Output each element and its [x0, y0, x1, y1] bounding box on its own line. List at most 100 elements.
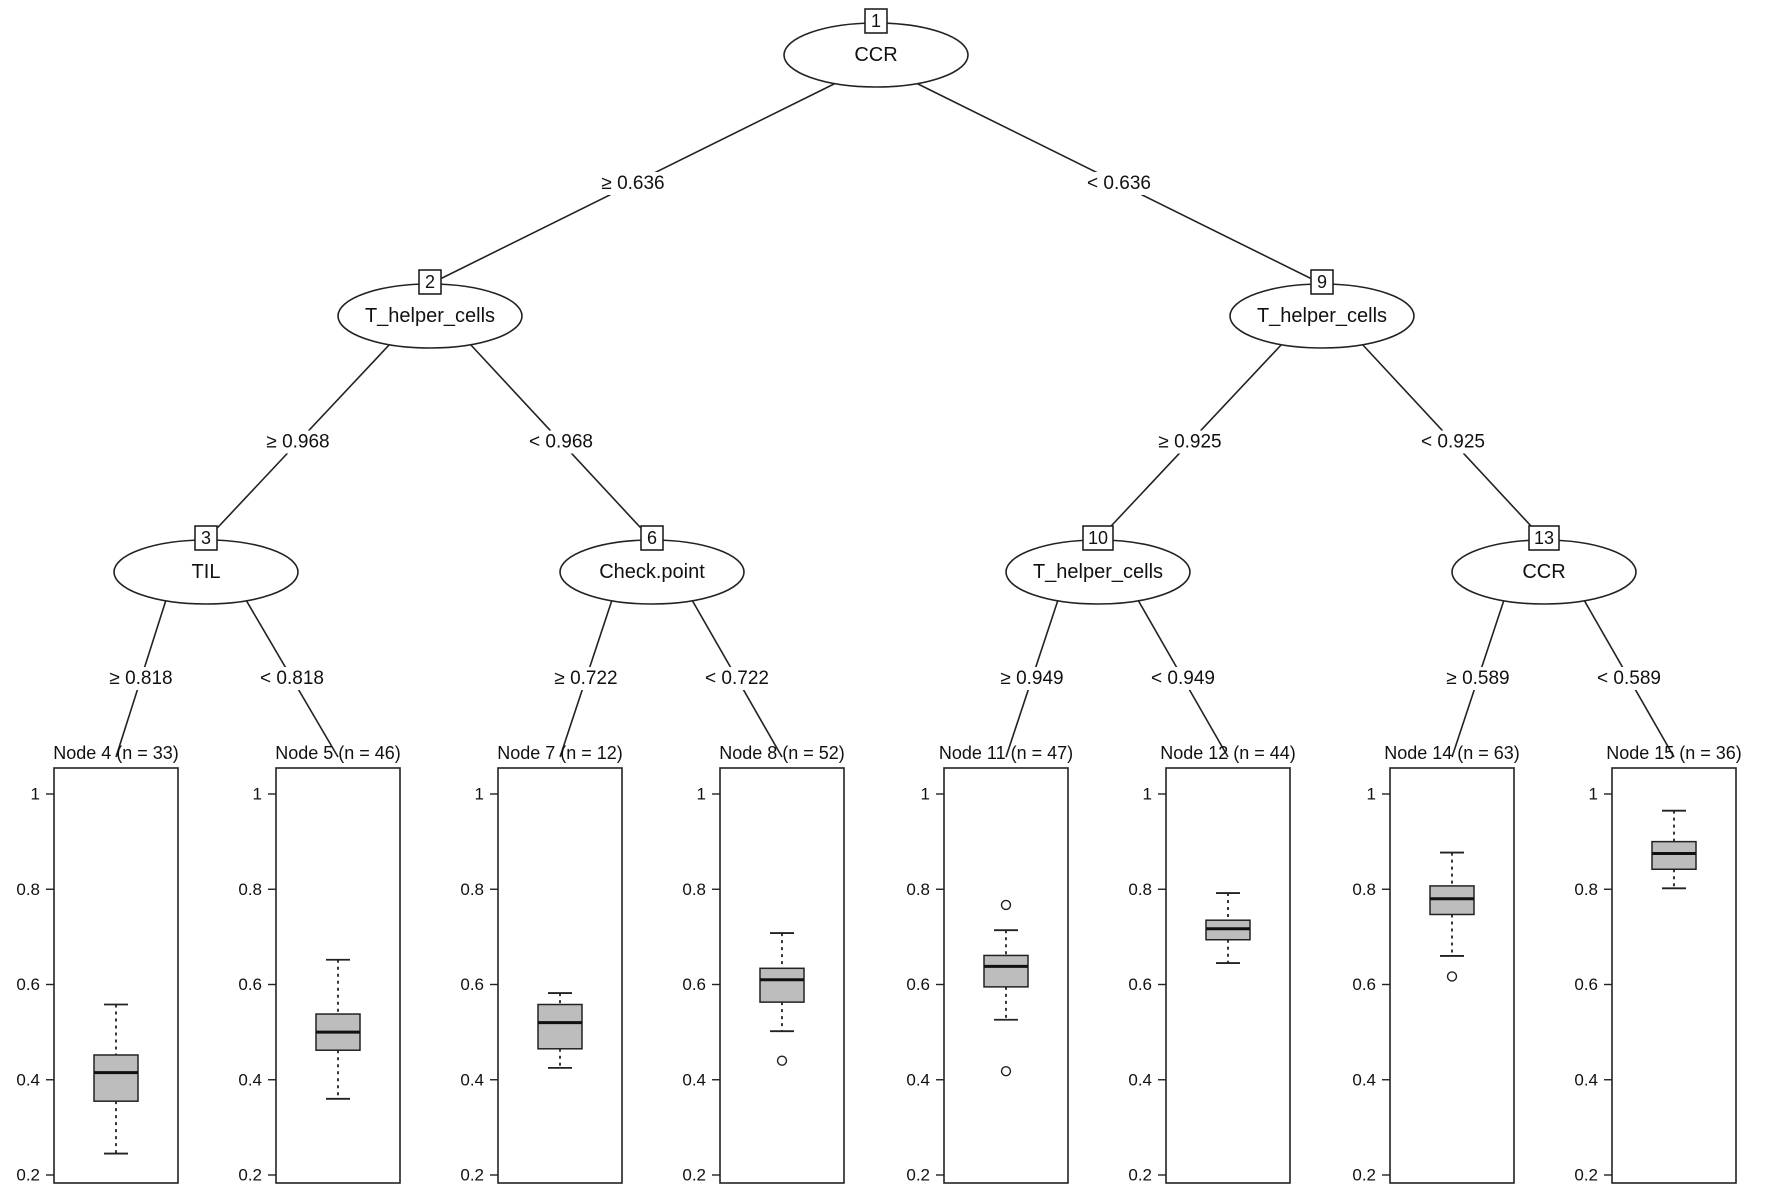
y-tick-label: 0.4 [1128, 1070, 1152, 1089]
node-variable-label: T_helper_cells [365, 305, 495, 327]
split-label-bg [1594, 667, 1664, 690]
y-tick-label: 0.6 [1574, 975, 1598, 994]
y-tick-label: 0.8 [1574, 880, 1598, 899]
terminal-node-7: Node 7 (n = 12)0.20.40.60.81 [460, 743, 623, 1185]
node-id-label: 1 [871, 11, 881, 31]
split-label-bg [997, 667, 1067, 690]
split-label-bg [1155, 430, 1225, 454]
outlier-point [1000, 1065, 1012, 1077]
tree-edges [115, 82, 1675, 758]
terminal-node-panels: Node 4 (n = 33) 0.2 0.4 0.6 0.8 1 Node 5 (n = … [16, 743, 1741, 1185]
y-tick-label: 0.4 [1574, 1070, 1598, 1089]
y-tick-label: 0.2 [460, 1166, 484, 1185]
split-label: < 0.925 [1421, 432, 1485, 453]
y-tick-label: 0.6 [16, 975, 40, 994]
y-tick-label: 1 [1589, 785, 1598, 804]
terminal-node-title: Node 15 (n = 36) [1606, 743, 1742, 763]
inner-nodes: CCR1T_helper_cells2T_helper_cells9TIL3Ch… [113, 8, 1637, 605]
y-tick-label: 0.4 [906, 1070, 930, 1089]
y-tick-label: 0.6 [1128, 975, 1152, 994]
terminal-node-4: Node 4 (n = 33) 0.2 0.4 0.6 0.8 1 [16, 743, 179, 1185]
y-tick-label: 0.2 [682, 1166, 706, 1185]
y-tick-label: 0.8 [1352, 880, 1376, 899]
y-tick-label: 0.8 [16, 880, 40, 899]
split-label-bg [1148, 667, 1218, 690]
y-tick-label: 0.4 [682, 1070, 706, 1089]
panel-frame [53, 767, 179, 1184]
split-label: < 0.636 [1087, 173, 1151, 194]
node-id-box [864, 8, 888, 34]
split-label: ≥ 0.949 [1000, 668, 1063, 689]
split-label-bg [551, 667, 621, 690]
terminal-node-title: Node 4 (n = 33) [53, 743, 179, 763]
y-tick-label: 0.6 [460, 975, 484, 994]
split-label-bg [1443, 667, 1513, 690]
node-id-label: 9 [1317, 272, 1327, 292]
split-label: < 0.722 [705, 668, 769, 689]
split-label: ≥ 0.925 [1158, 432, 1221, 453]
iqr-box [759, 967, 805, 1003]
split-label: ≥ 0.589 [1446, 668, 1509, 689]
y-tick-label: 0.6 [682, 975, 706, 994]
inner-node-1: CCR 1 [783, 8, 969, 88]
terminal-node-12: Node 12 (n = 44)0.20.40.60.81 [1128, 743, 1295, 1185]
y-tick-label: 0.8 [1128, 880, 1152, 899]
split-label-bg [1084, 172, 1154, 195]
terminal-node-title: Node 8 (n = 52) [719, 743, 845, 763]
terminal-node-5: Node 5 (n = 46)0.20.40.60.81 [238, 743, 401, 1185]
node-id-label: 13 [1534, 528, 1554, 548]
node-id-label: 2 [425, 272, 435, 292]
iqr-box [1651, 840, 1697, 870]
y-tick-label: 0.8 [682, 880, 706, 899]
node-variable-label: T_helper_cells [1257, 305, 1387, 327]
y-tick-label: 0.2 [1574, 1166, 1598, 1185]
y-tick-label: 0.4 [1352, 1070, 1376, 1089]
node-variable-label: TIL [192, 561, 221, 583]
y-tick-label: 1 [253, 785, 262, 804]
y-tick-label: 0.4 [238, 1070, 262, 1089]
panel-frame [1165, 767, 1291, 1184]
y-tick-label: 0.4 [16, 1070, 40, 1089]
node-id-box [1528, 525, 1560, 551]
split-label-bg [263, 430, 333, 454]
split-label-bg [257, 667, 327, 690]
node-variable-label: CCR [1522, 561, 1565, 583]
terminal-node-title: Node 7 (n = 12) [497, 743, 623, 763]
y-tick-label: 1 [697, 785, 706, 804]
node-id-box [194, 525, 218, 551]
y-tick-label: 0.8 [906, 880, 930, 899]
node-variable-label: T_helper_cells [1033, 561, 1163, 583]
y-tick-label: 0.8 [238, 880, 262, 899]
node-variable-label: CCR [854, 44, 897, 66]
split-label: ≥ 0.722 [554, 668, 617, 689]
y-tick-label: 0.2 [1352, 1166, 1376, 1185]
node-id-label: 10 [1088, 528, 1108, 548]
node-variable-label: Check.point [599, 561, 705, 583]
terminal-node-title: Node 5 (n = 46) [275, 743, 401, 763]
node-id-box [640, 525, 664, 551]
inner-node-10: T_helper_cells 10 [1005, 525, 1191, 605]
split-label: < 0.949 [1151, 668, 1215, 689]
terminal-node-title: Node 14 (n = 63) [1384, 743, 1520, 763]
split-label: ≥ 0.968 [266, 432, 329, 453]
split-label: ≥ 0.636 [601, 173, 664, 194]
y-tick-label: 1 [1367, 785, 1376, 804]
split-label-bg [598, 172, 668, 195]
y-tick-label: 0.2 [16, 1166, 40, 1185]
panel-frame [1611, 767, 1737, 1184]
terminal-node-8: Node 8 (n = 52) 0.2 0.4 0.6 0.8 1 [682, 743, 845, 1185]
split-label: < 0.968 [529, 432, 593, 453]
y-tick-label: 0.2 [238, 1166, 262, 1185]
node-id-label: 6 [647, 528, 657, 548]
terminal-node-title: Node 11 (n = 47) [939, 743, 1073, 763]
terminal-node-15: Node 15 (n = 36) 0.2 0.4 0.6 0.8 1 [1574, 743, 1741, 1185]
y-tick-label: 1 [31, 785, 40, 804]
y-tick-label: 0.6 [906, 975, 930, 994]
y-tick-label: 0.8 [460, 880, 484, 899]
y-tick-label: 0.6 [1352, 975, 1376, 994]
iqr-box [537, 1003, 583, 1050]
node-id-box [1082, 525, 1114, 551]
inner-node-6: Check.point 6 [559, 525, 745, 605]
y-tick-label: 0.2 [906, 1166, 930, 1185]
